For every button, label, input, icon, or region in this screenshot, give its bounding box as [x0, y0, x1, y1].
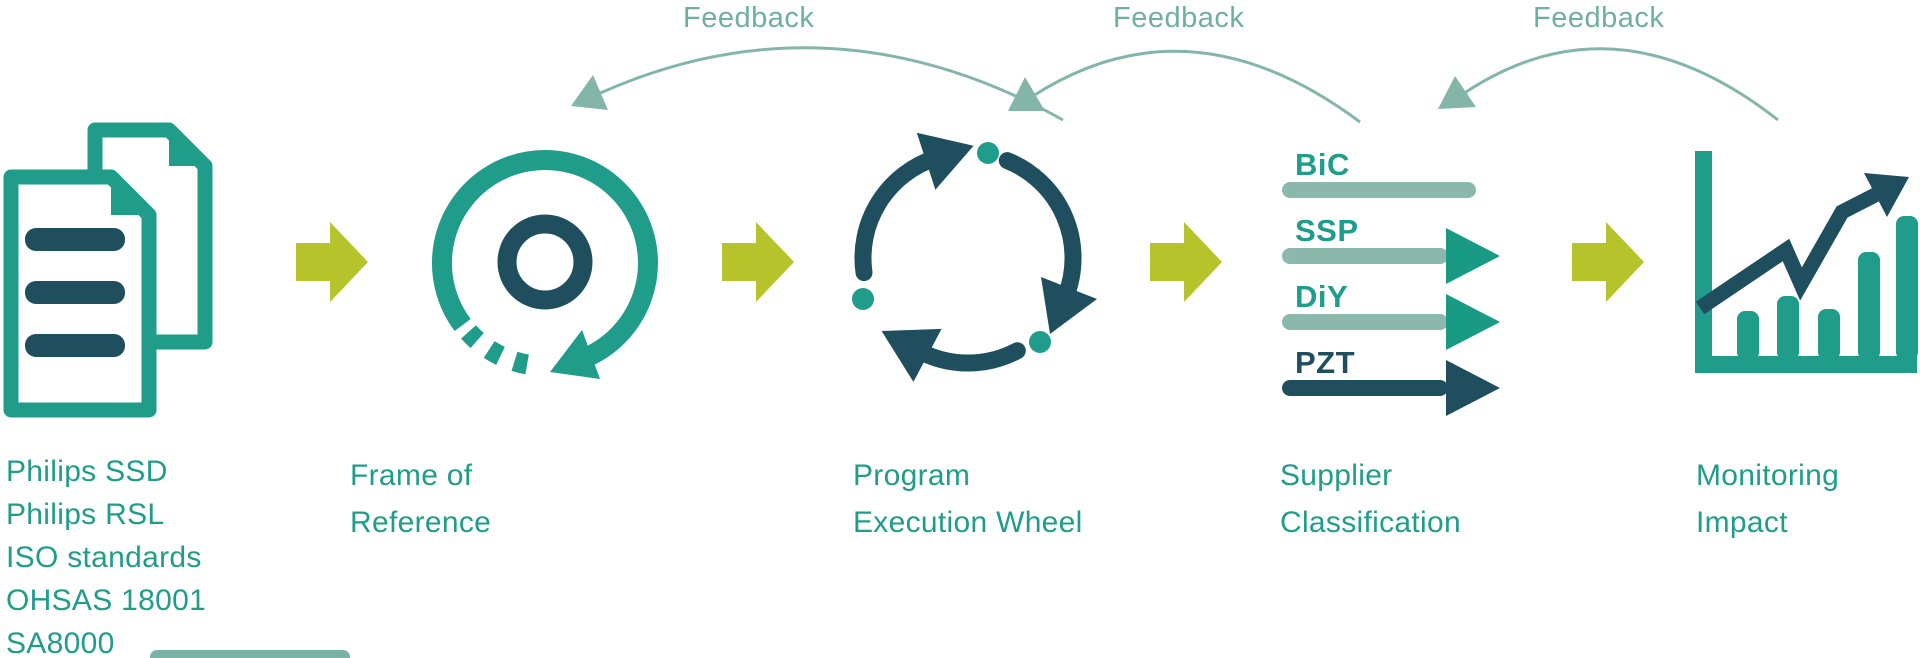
- flow-arrow-icon: [1572, 222, 1644, 302]
- classification-code: PZT: [1295, 345, 1355, 380]
- stage-label-line: Supplier: [1280, 459, 1393, 492]
- stage-label-line: Impact: [1696, 506, 1788, 539]
- trend-arrow: [1695, 173, 1909, 315]
- feedback-arc-1: [571, 46, 1064, 122]
- stage-label-line: Reference: [350, 506, 492, 539]
- flow-arrow-icon: [722, 222, 794, 302]
- flow-arrow-icon: [1150, 222, 1222, 302]
- wheel-dot: [1029, 331, 1051, 353]
- stage-label-line: Program: [853, 459, 971, 492]
- feedback-arc-3: [1438, 47, 1779, 122]
- wheel-dot: [852, 288, 874, 310]
- chart-bars: [1737, 216, 1918, 360]
- standards-item: Philips SSD: [6, 455, 168, 488]
- classification-arrows-icon: BiC SSP DiY PZT: [1282, 147, 1500, 416]
- feedback-arc-2: [1008, 49, 1361, 124]
- classification-row-ssp: SSP: [1282, 213, 1500, 284]
- standards-item: SA8000: [6, 627, 115, 658]
- stage-label-line: Monitoring: [1696, 459, 1840, 492]
- wheel-arrow-right: [998, 152, 1097, 334]
- stage-label-line: Frame of: [350, 459, 473, 492]
- text-line-bar: [25, 334, 125, 357]
- stage-label-line: Classification: [1280, 506, 1461, 539]
- x-axis: [1695, 356, 1917, 373]
- front-page: [3, 169, 157, 418]
- classification-row-pzt: PZT: [1282, 345, 1500, 416]
- classification-code: SSP: [1295, 213, 1359, 248]
- classification-row-bic: BiC: [1282, 147, 1476, 198]
- rotation-wheel-icon: [852, 132, 1097, 382]
- standards-item: ISO standards: [6, 541, 202, 574]
- stage-label-supplier-classification: Supplier Classification: [1280, 452, 1461, 546]
- documents-icon: [3, 122, 213, 418]
- stage-label-monitoring-impact: Monitoring Impact: [1696, 452, 1839, 546]
- standards-item: OHSAS 18001: [6, 584, 207, 617]
- stage-label-line: Execution Wheel: [853, 506, 1083, 539]
- feedback-label-3: Feedback: [1533, 2, 1665, 34]
- flow-arrow-icon: [296, 222, 368, 302]
- wheel-arrow-bottom: [881, 328, 1026, 382]
- growth-chart-icon: [1695, 151, 1918, 373]
- classification-code: DiY: [1295, 279, 1348, 314]
- feedback-label-2: Feedback: [1113, 2, 1245, 34]
- y-axis: [1695, 151, 1712, 373]
- classification-code: BiC: [1295, 147, 1350, 182]
- center-ring: [497, 214, 593, 310]
- stage-label-frame-of-reference: Frame of Reference: [350, 452, 491, 546]
- cropped-bottom-bar: [150, 650, 350, 658]
- standards-item: Philips RSL: [6, 498, 165, 531]
- outer-cycle-arrow: [431, 150, 658, 379]
- stage-label-program-execution-wheel: Program Execution Wheel: [853, 452, 1083, 546]
- classification-row-diy: DiY: [1282, 279, 1500, 350]
- feedback-label-1: Feedback: [683, 2, 815, 34]
- standards-label-list: Philips SSD Philips RSL ISO standards OH…: [6, 450, 206, 658]
- frame-of-reference-icon: [431, 150, 658, 379]
- wheel-arrow-top: [854, 132, 974, 282]
- text-line-bar: [25, 228, 125, 251]
- feedback-arcs-icon: [571, 46, 1779, 124]
- wheel-dot: [977, 142, 999, 164]
- text-line-bar: [25, 281, 125, 304]
